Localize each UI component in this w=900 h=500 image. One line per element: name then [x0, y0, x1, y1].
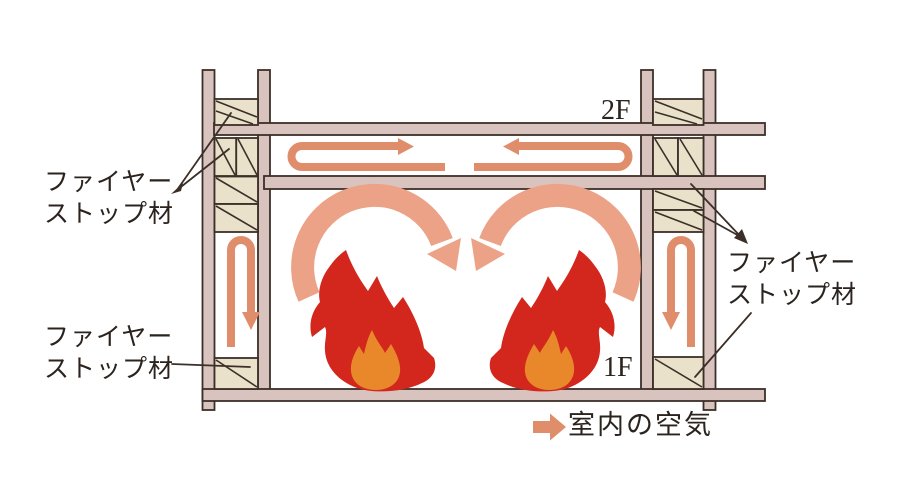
firestop-label-line1: ファイヤー — [44, 324, 174, 351]
arrowhead-left-icon — [503, 138, 519, 155]
flame-left — [310, 250, 436, 392]
floor-label-2f: 2F — [601, 95, 631, 126]
firestop-label-right: ファイヤー ストップ材 — [727, 248, 857, 312]
right-inner-stud — [640, 69, 654, 401]
floor-2f-band — [213, 122, 766, 136]
firestop-label-left-top: ファイヤー ストップ材 — [44, 167, 174, 231]
leader-arrowhead-icon — [734, 229, 748, 244]
room-air-arc-right — [471, 183, 641, 302]
firestop-label-line2: ストップ材 — [727, 282, 858, 309]
arrowhead-down-icon — [242, 312, 260, 330]
right-outer-stud — [702, 69, 717, 411]
leader-arrowhead-icon — [171, 183, 183, 194]
leader-line-right-bottom — [694, 312, 752, 378]
leader-line-left-top — [176, 112, 232, 191]
legend-air-arrow-icon — [533, 413, 566, 441]
floor-label-1f: 1F — [603, 352, 633, 383]
floor-1f-band — [201, 388, 766, 402]
joist-cavity-air-arrows — [287, 138, 633, 171]
firestop-label-line1: ファイヤー — [727, 250, 857, 277]
arrowhead-down-icon — [662, 312, 680, 330]
air-uturn-arrow-right — [474, 142, 633, 171]
flames — [310, 250, 615, 392]
leader-line-right-top — [690, 183, 742, 238]
wall-cavity-air-arrows — [227, 236, 695, 347]
leader-line-left-bottom — [171, 363, 251, 368]
ceiling-1f-band — [263, 175, 766, 190]
firestop-label-line1: ファイヤー — [44, 169, 174, 196]
firestop-blocks-left — [213, 98, 259, 390]
flame-right — [489, 250, 615, 392]
legend-label: 室内の空気 — [568, 410, 713, 440]
firestop-label-line2: ストップ材 — [44, 356, 175, 383]
room-air-arc-left — [291, 183, 461, 302]
room-air-arcs — [291, 183, 641, 302]
air-uturn-arrow-left — [287, 142, 445, 171]
firestop-blocks-right — [652, 98, 705, 390]
left-outer-stud — [201, 69, 216, 411]
wall-studs — [201, 69, 717, 411]
air-uturn-arrow-left-wall — [227, 236, 255, 347]
firestop-label-line2: ストップ材 — [44, 201, 175, 228]
arrowhead-right-icon — [398, 138, 414, 155]
leader-lines — [171, 112, 752, 378]
air-uturn-arrow-right-wall — [667, 236, 695, 347]
left-inner-stud — [257, 69, 271, 401]
firestop-label-left-bottom: ファイヤー ストップ材 — [44, 322, 174, 386]
